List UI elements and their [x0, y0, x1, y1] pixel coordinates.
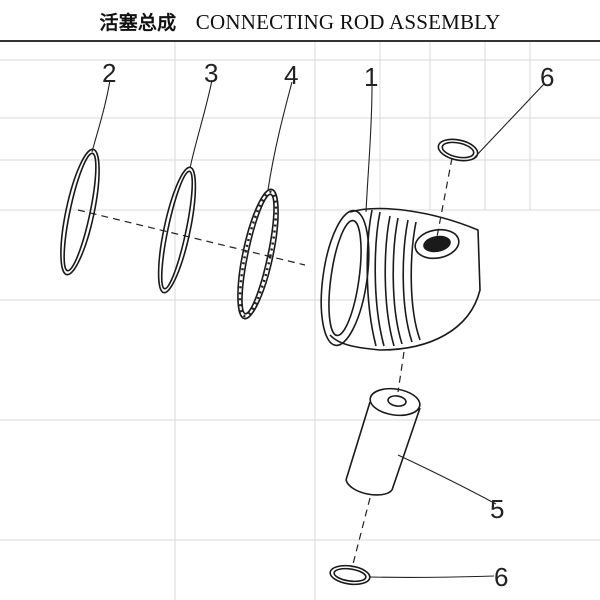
pin-axis-upper	[435, 157, 453, 243]
callout-snap-ring-top: 6	[540, 62, 554, 92]
title-english: CONNECTING ROD ASSEMBLY	[195, 10, 501, 34]
leader-4	[267, 81, 293, 191]
callout-oil-ring-4: 4	[284, 60, 298, 90]
pin-axis-middle	[397, 351, 405, 393]
callout-snap-ring-bottom: 6	[494, 562, 508, 592]
leader-2	[91, 79, 111, 153]
callout-ring-2: 2	[102, 58, 116, 88]
leader-6-top	[473, 83, 545, 159]
leader-6-bottom	[369, 575, 495, 578]
title-chinese: 活塞总成	[99, 12, 177, 34]
callout-piston-1: 1	[364, 62, 378, 92]
snap-ring-6-bottom	[329, 564, 371, 586]
callout-ring-3: 3	[204, 58, 218, 88]
piston-ring-2	[60, 148, 100, 276]
pin-axis-lower	[351, 497, 371, 569]
leader-3	[189, 79, 213, 169]
piston-1	[320, 207, 481, 351]
leader-5	[397, 454, 497, 505]
leader-1	[365, 85, 373, 213]
oil-control-ring-4	[237, 188, 279, 320]
background-ghost-table	[0, 42, 600, 600]
title-underline	[0, 40, 600, 42]
callout-piston-pin-5: 5	[490, 494, 504, 524]
page-title: 活塞总成 CONNECTING ROD ASSEMBLY	[0, 8, 600, 35]
piston-pin-5	[345, 387, 421, 496]
piston-ring-3	[157, 166, 197, 294]
